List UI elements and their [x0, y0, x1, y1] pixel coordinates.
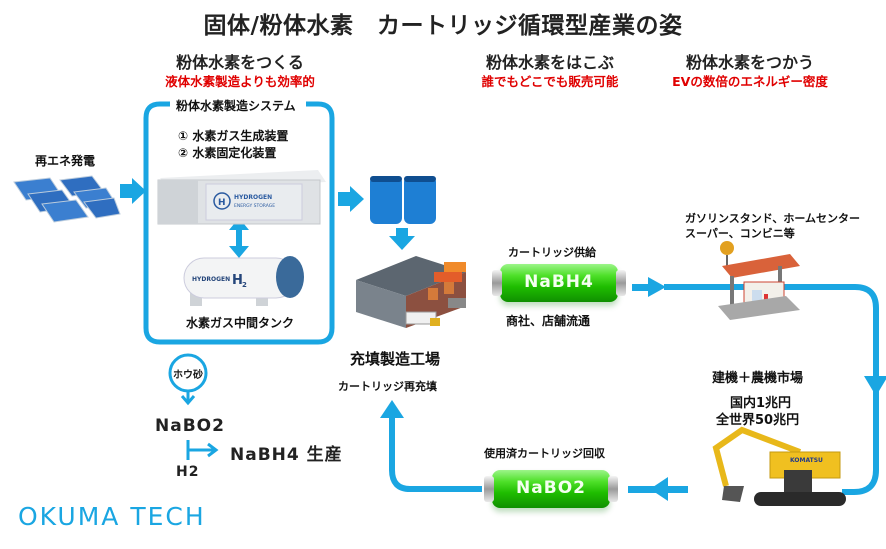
recovery-label: 使用済カートリッジ回収: [484, 447, 605, 460]
arrow-system-to-barrels: [338, 186, 364, 212]
factory-label: 充填製造工場: [350, 350, 441, 368]
container-text-2: ENERGY STORAGE: [234, 203, 275, 209]
hydrogen-container-icon: H HYDROGEN ENERGY STORAGE: [157, 170, 326, 225]
arrow-borax-down: [180, 395, 196, 406]
page-title: 固体/粉体水素 カートリッジ循環型産業の姿: [203, 13, 683, 39]
system-box: [143, 101, 335, 345]
system-item-2: ② 水素固定化装置: [178, 146, 277, 160]
section-make-subheading: 液体水素製造よりも効率的: [165, 74, 315, 89]
refill-label: カートリッジ再充填: [338, 380, 437, 393]
nabh4-battery: NaBH4: [492, 264, 626, 302]
arrow-supply: [632, 277, 666, 297]
retail-label-2: スーパー、コンビニ等: [685, 227, 795, 240]
svg-text:H: H: [218, 198, 226, 208]
svg-text:H: H: [232, 273, 243, 288]
svg-text:KOMATSU: KOMATSU: [790, 457, 823, 464]
section-use-subheading: EVの数倍のエネルギー密度: [672, 74, 828, 89]
system-title: 粉体水素製造システム: [170, 97, 302, 114]
container-text-1: HYDROGEN: [234, 194, 272, 201]
arrow-down-right: [864, 376, 886, 396]
section-use-heading: 粉体水素をつかう: [685, 53, 814, 72]
arrow-up-factory: [380, 400, 404, 418]
loop-line-left: [389, 415, 482, 492]
hydrogen-tank-icon: HYDROGEN H 2: [183, 256, 304, 306]
nabo2-battery: NaBO2: [484, 470, 618, 508]
distribution-label: 商社、店舗流通: [506, 314, 591, 328]
arrow-barrels-to-factory: [389, 228, 415, 250]
market-domestic: 国内1兆円: [730, 396, 792, 411]
svg-text:2: 2: [242, 281, 247, 289]
section-carry-heading: 粉体水素をはこぶ: [485, 53, 614, 72]
supply-label: カートリッジ供給: [508, 246, 596, 259]
section-carry-subheading: 誰でもどこでも販売可能: [481, 74, 619, 89]
nabo2-label: NaBO2: [155, 416, 225, 436]
borax-label: ホウ砂: [173, 370, 203, 381]
renewable-label: 再エネ発電: [35, 154, 96, 168]
nabo2-battery-label: NaBO2: [516, 478, 586, 498]
h2-label: H2: [176, 464, 200, 480]
barrel-icon: [370, 176, 436, 224]
solar-panel-icon: [13, 175, 121, 223]
okuma-tech-logo: OKUMA TECH: [18, 502, 206, 531]
section-make-heading: 粉体水素をつくる: [176, 53, 304, 72]
tank-label: 水素ガス中間タンク: [186, 316, 295, 330]
system-item-1: ① 水素ガス生成装置: [178, 129, 289, 143]
arrow-h2-product: [207, 442, 219, 458]
svg-text:HYDROGEN: HYDROGEN: [192, 276, 230, 283]
factory-icon: [356, 256, 466, 328]
arrow-recovery-left: [650, 477, 668, 501]
nabh4-battery-label: NaBH4: [524, 272, 594, 292]
excavator-icon: KOMATSU: [712, 426, 846, 506]
arrow-solar-to-system: [120, 178, 146, 204]
market-title: 建機＋農機市場: [712, 371, 804, 386]
market-global: 全世界50兆円: [716, 413, 800, 428]
retail-label-1: ガソリンスタンド、ホームセンター: [685, 212, 861, 225]
gas-station-icon: [718, 241, 800, 320]
product-label: NaBH4 生産: [230, 445, 343, 465]
